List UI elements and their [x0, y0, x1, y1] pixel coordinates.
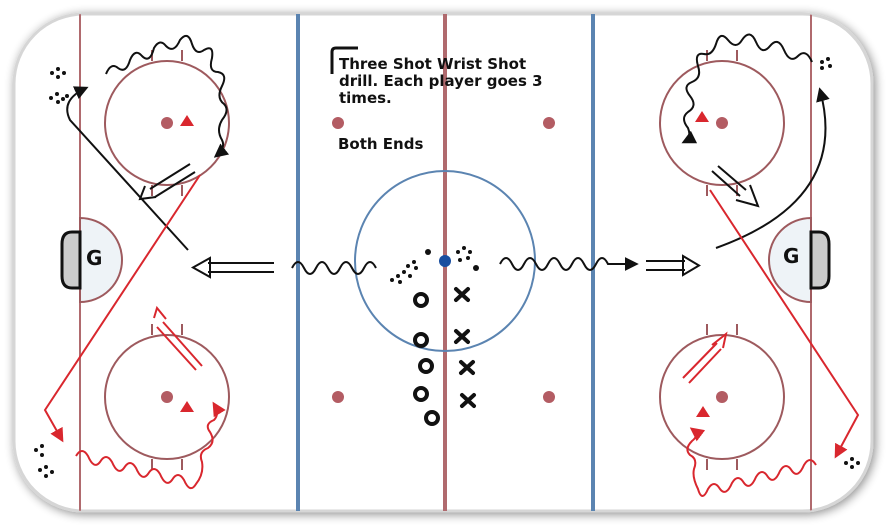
goalie-left-label: G	[86, 246, 103, 270]
carry-path-black-right-top	[681, 33, 813, 144]
crease-left	[79, 216, 123, 304]
pass-arrow-red-icons	[153, 305, 728, 384]
crease-right	[768, 216, 812, 304]
skater-x-icons	[454, 287, 476, 408]
carry-path-left	[291, 261, 377, 275]
faceoff-dot	[716, 117, 728, 129]
faceoff-dot	[716, 391, 728, 403]
skate-path-black-left	[66, 86, 189, 251]
center-faceoff-dot	[439, 255, 451, 267]
net-left	[60, 230, 82, 290]
drill-title: Three Shot Wrist Shot drill. Each player…	[339, 55, 543, 107]
skate-path-red-right	[709, 189, 860, 459]
goalie-right-label: G	[783, 244, 800, 268]
faceoff-dot	[161, 391, 173, 403]
skater-o-icons	[413, 292, 440, 426]
faceoff-circle-bottom-right	[659, 324, 785, 470]
faceoff-circle-bottom-left	[104, 324, 230, 470]
drill-subtitle: Both Ends	[338, 135, 424, 153]
carry-path-red-left-bottom	[75, 401, 226, 490]
skate-path-black-right	[715, 87, 830, 249]
carry-path-right	[499, 257, 639, 271]
neutral-zone-dots	[332, 117, 555, 403]
faceoff-dot	[161, 117, 173, 129]
coach-triangle-icons	[180, 111, 710, 417]
net-right	[809, 230, 831, 290]
skate-path-red-left	[43, 174, 201, 443]
title-bracket	[330, 46, 358, 74]
carry-path-black-left-top	[105, 34, 230, 158]
pass-arrow-icons	[138, 163, 760, 279]
carry-path-red-right-bottom	[686, 427, 817, 497]
puck-pile-icons	[34, 57, 860, 478]
